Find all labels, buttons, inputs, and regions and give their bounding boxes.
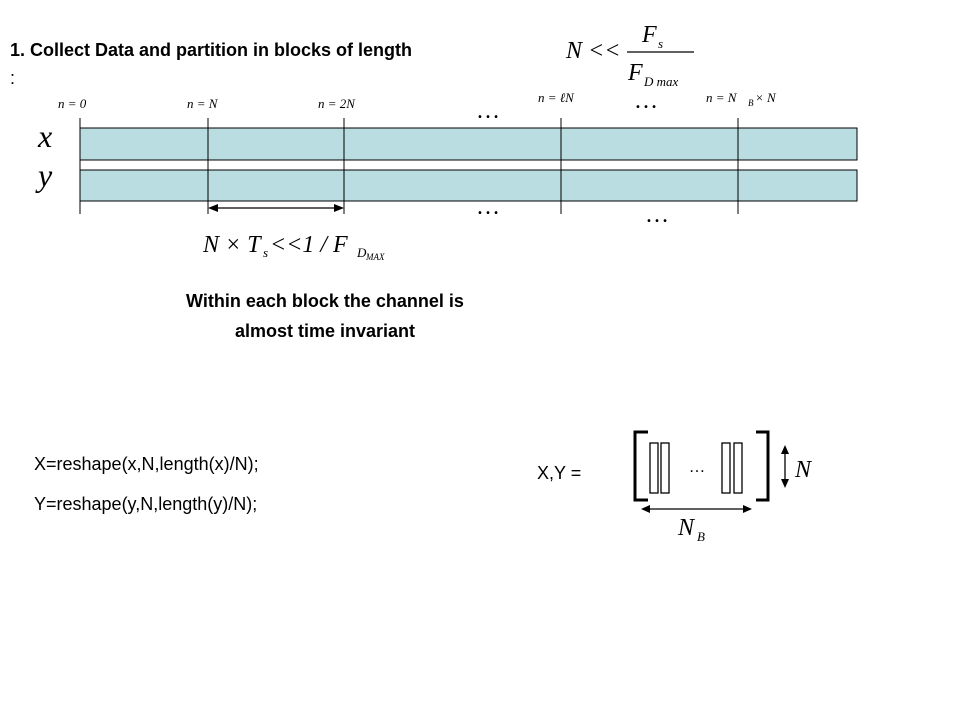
matrix-ellipsis: …	[689, 459, 705, 476]
marker-label-4: n = N	[706, 90, 738, 105]
heading-colon: :	[10, 68, 16, 88]
matrix-column-2	[660, 442, 670, 494]
signal-bar-y	[79, 169, 858, 202]
condition-lhs: N <<	[565, 38, 620, 64]
marker-label-4-tail: × N	[755, 90, 777, 105]
row-label-y: y	[35, 157, 53, 193]
block-dividers	[79, 118, 739, 214]
marker-label-3: n = ℓN	[538, 90, 575, 105]
condition-numerator-sub: s	[658, 36, 663, 51]
block-span-arrow	[208, 204, 344, 212]
matrix-illustration: … N N B	[633, 430, 813, 544]
marker-label-4-sub: B	[748, 98, 754, 108]
ellipsis-bottom-right: …	[645, 202, 669, 228]
span-formula-part1: N × T	[202, 232, 262, 258]
marker-label-1: n = N	[187, 96, 219, 111]
matrix-height-label: N	[794, 457, 813, 483]
ellipsis-top-left: …	[476, 98, 500, 124]
matrix-right-bracket	[756, 430, 770, 502]
condition-numerator: F	[641, 22, 657, 48]
span-formula-sub-d: D	[356, 245, 367, 260]
code-line-x: X=reshape(x,N,length(x)/N);	[34, 454, 259, 474]
span-formula-part2: <<1 / F	[270, 232, 348, 258]
row-label-x: x	[37, 118, 52, 154]
span-formula-sub-max: MAX	[365, 252, 385, 262]
condition-denominator: F	[627, 60, 643, 86]
marker-label-2: n = 2N	[318, 96, 356, 111]
block-caption: Within each block the channel is almost …	[125, 286, 525, 346]
code-line-y: Y=reshape(y,N,length(y)/N);	[34, 494, 258, 514]
matrix-width-label-sub: B	[697, 529, 705, 544]
condition-formula: N << F s F D max	[565, 22, 694, 89]
heading-title: 1. Collect Data and partition in blocks …	[10, 40, 413, 60]
row-labels: x y	[35, 118, 53, 193]
matrix-left-bracket	[633, 430, 648, 502]
signal-bar-x	[79, 127, 858, 161]
marker-label-0: n = 0	[58, 96, 87, 111]
matrix-column-4	[733, 442, 743, 494]
matrix-width-label: N	[677, 515, 696, 541]
span-formula: N × T s <<1 / F D MAX	[202, 232, 385, 262]
condition-denominator-sub: D max	[643, 74, 679, 89]
caption-line-1: Within each block the channel is	[186, 291, 464, 311]
caption-line-2: almost time invariant	[234, 321, 416, 341]
matrix-column-3	[721, 442, 731, 494]
span-formula-sub-s: s	[263, 245, 268, 260]
ellipsis-top-right: …	[634, 88, 658, 114]
matrix-column-1	[649, 442, 659, 494]
marker-labels: n = 0 n = N n = 2N n = ℓN n = N B × N	[58, 90, 777, 111]
matrix-label: X,Y =	[537, 463, 582, 483]
